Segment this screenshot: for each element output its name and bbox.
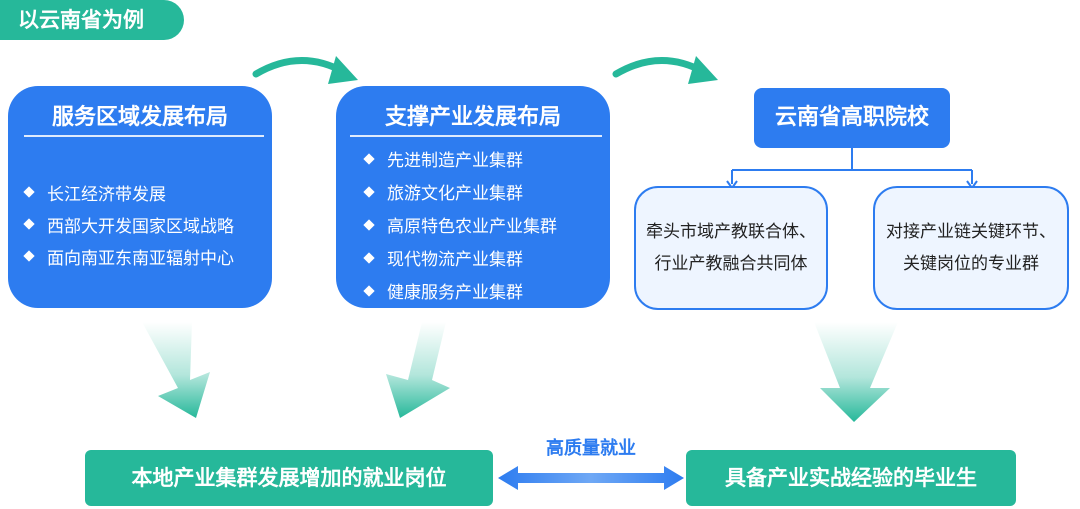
double-arrow-icon <box>498 466 684 490</box>
curved-arrow-icon-2 <box>612 56 718 84</box>
down-arrow-icon-3 <box>814 322 898 422</box>
down-arrow-icon-1 <box>142 322 210 418</box>
divider <box>24 135 264 137</box>
diamond-bullet-icon <box>363 185 375 198</box>
employment-positions-box: 本地产业集群发展增加的就业岗位 <box>85 450 493 506</box>
diamond-bullet-icon <box>363 284 375 297</box>
list-item: 面向南亚东南亚辐射中心 <box>22 240 234 272</box>
diamond-bullet-icon <box>23 250 35 262</box>
diamond-bullet-icon <box>363 218 375 231</box>
joint-body-box: 牵头市域产教联合体、 行业产教融合共同体 <box>634 186 828 310</box>
list-item: 高原特色农业产业集群 <box>362 208 557 241</box>
list-item: 先进制造产业集群 <box>362 142 557 175</box>
diamond-bullet-icon <box>23 218 35 230</box>
high-quality-employment-label: 高质量就业 <box>546 438 636 459</box>
down-arrow-icon-2 <box>386 322 450 418</box>
divider <box>350 135 602 137</box>
diamond-bullet-icon <box>23 186 35 198</box>
industry-support-title: 支撑产业发展布局 <box>384 105 561 130</box>
industry-support-list: 先进制造产业集群 旅游文化产业集群 高原特色农业产业集群 现代物流产业集群 健康… <box>362 142 557 307</box>
professional-group-box: 对接产业链关键环节、 关键岗位的专业群 <box>873 186 1069 310</box>
graduates-box: 具备产业实战经验的毕业生 <box>686 450 1016 506</box>
industry-support-box: 支撑产业发展布局 先进制造产业集群 旅游文化产业集群 高原特色农业产业集群 现代… <box>336 86 610 308</box>
list-item: 现代物流产业集群 <box>362 241 557 274</box>
example-tag: 以云南省为例 <box>0 0 184 40</box>
list-item: 长江经济带发展 <box>22 176 234 208</box>
service-region-title: 服务区域发展布局 <box>51 105 228 130</box>
service-region-box: 服务区域发展布局 长江经济带发展 西部大开发国家区域战略 面向南亚东南亚辐射中心 <box>8 86 272 308</box>
list-item: 健康服务产业集群 <box>362 274 557 307</box>
school-box: 云南省高职院校 <box>754 88 950 148</box>
diamond-bullet-icon <box>363 152 375 165</box>
service-region-list: 长江经济带发展 西部大开发国家区域战略 面向南亚东南亚辐射中心 <box>22 176 234 272</box>
list-item: 旅游文化产业集群 <box>362 175 557 208</box>
list-item: 西部大开发国家区域战略 <box>22 208 234 240</box>
curved-arrow-icon-1 <box>252 56 358 84</box>
diamond-bullet-icon <box>363 251 375 264</box>
